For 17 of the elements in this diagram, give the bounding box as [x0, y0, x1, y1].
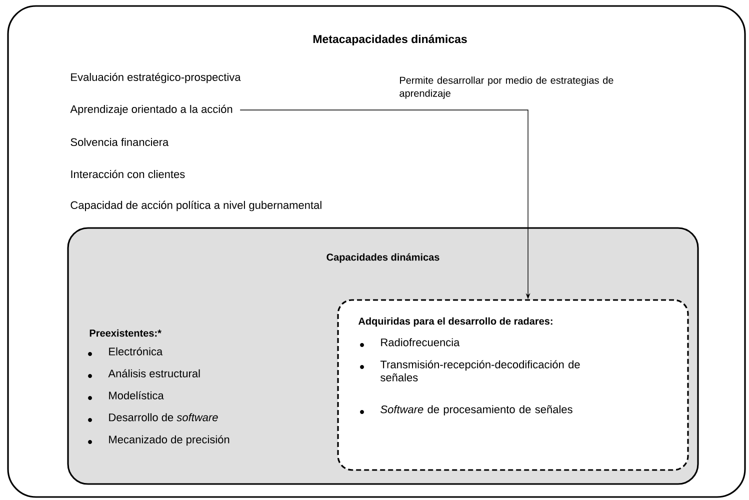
- list-heading: Preexistentes:*: [90, 329, 162, 337]
- edge-label: Permite desarrollar por medio de estrategias de aprendizaje: [400, 76, 614, 99]
- bullet-item: Análisis estructural: [88, 369, 200, 378]
- bullet-item: Software de procesamiento de señales: [360, 405, 572, 416]
- bullet-item: Desarrollo de software: [88, 413, 218, 422]
- bullet-item: Electrónica: [88, 347, 163, 356]
- list-item: Capacidad de acción política a nivel gubernamental: [70, 200, 322, 212]
- bullet-item: Mecanizado de precisión: [88, 435, 230, 446]
- list-item: Evaluación estratégico-prospectiva: [71, 72, 241, 84]
- bullet-item: Radiofrecuencia: [360, 338, 460, 347]
- list-heading: Adquiridas para el desarrollo de radares:: [358, 317, 552, 327]
- list-item: Aprendizaje orientado a la acción: [70, 104, 232, 116]
- bullet-item: Modelística: [88, 391, 164, 400]
- list-item: Interacción con clientes: [71, 170, 185, 178]
- box-heading: Capacidades dinámicas: [326, 253, 440, 263]
- bullet-item: Transmisión-recepción-decodificación de señales: [360, 360, 580, 382]
- list-item: Solvencia financiera: [70, 138, 169, 146]
